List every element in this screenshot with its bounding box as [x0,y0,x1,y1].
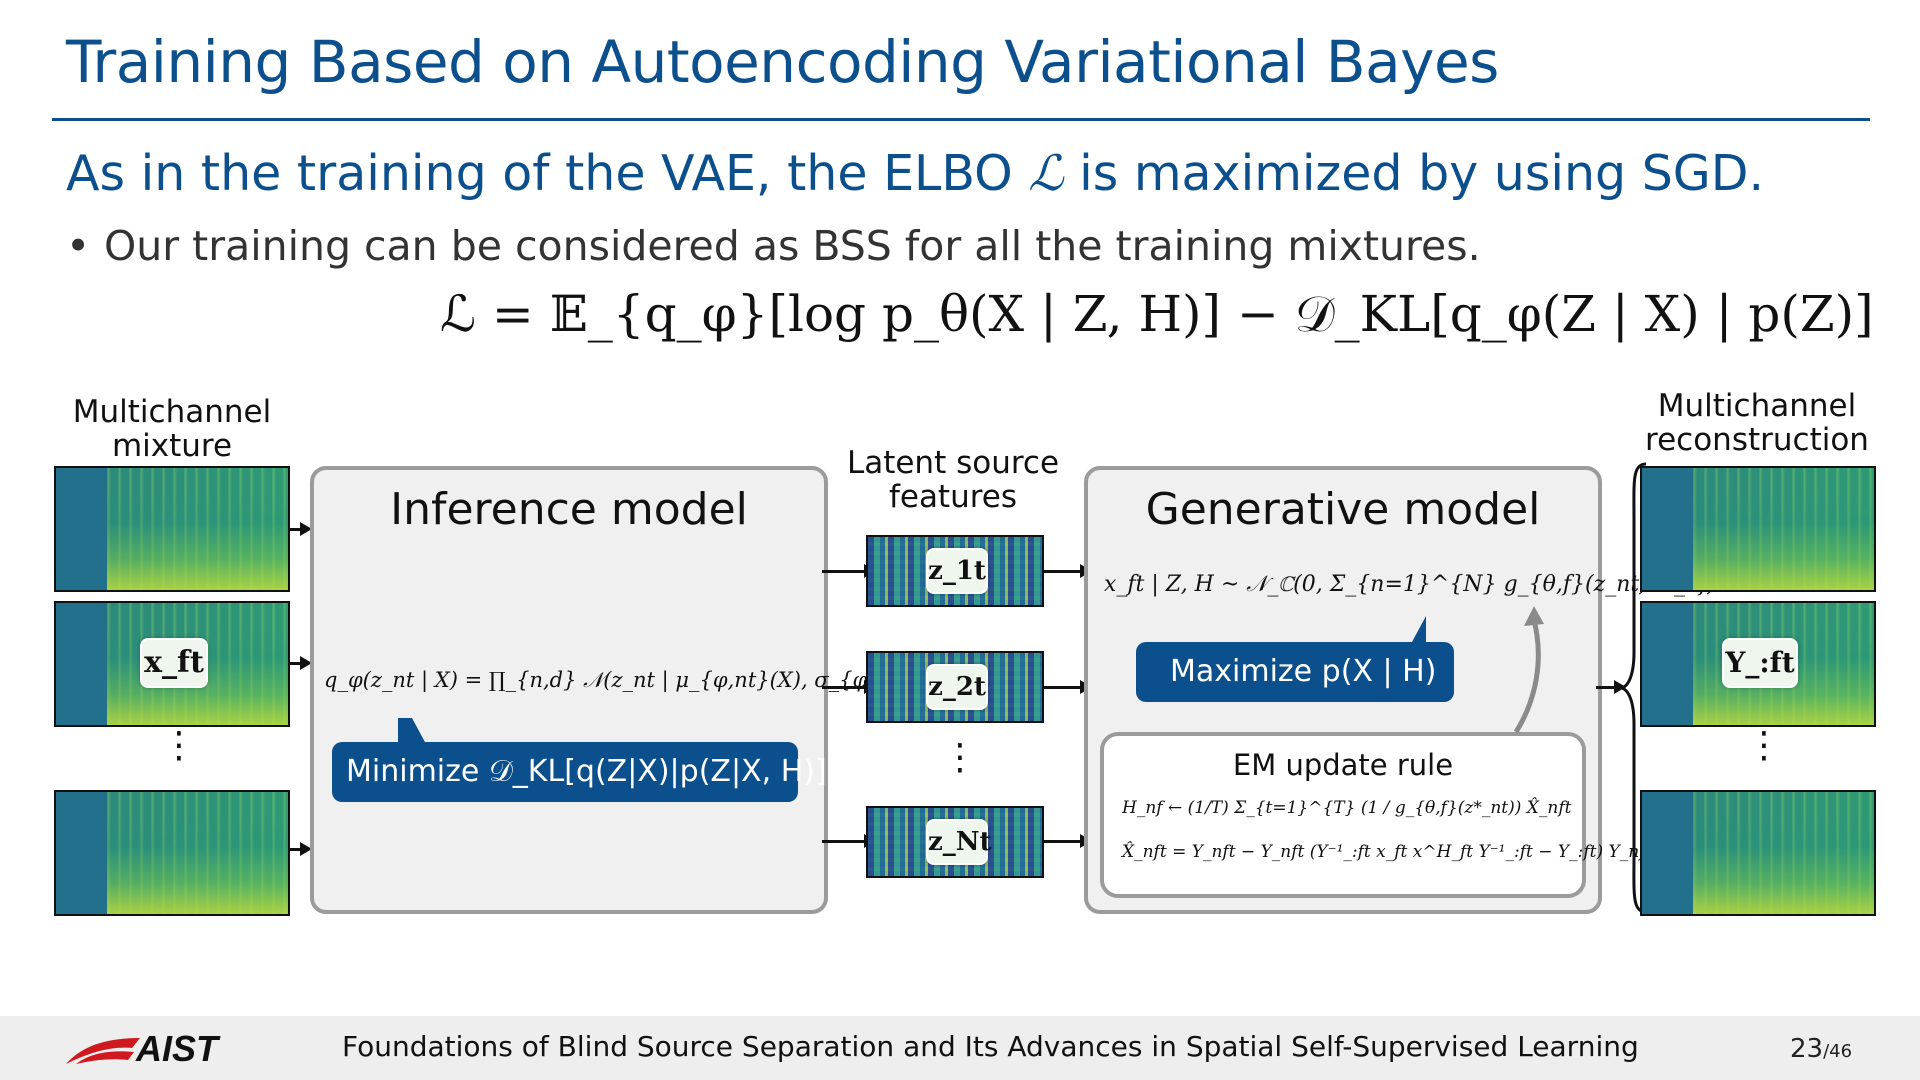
reconstruction-tag: Y_:ft [1722,638,1798,688]
subtitle-text-post: is maximized by using SGD. [1063,145,1765,202]
latent-label: Latent source features [846,445,1060,515]
generative-callout: Maximize p(X | H) [1136,642,1454,702]
inference-callout: Minimize 𝒟_KL[q(Z|X)|p(Z|X, H)] [332,742,827,802]
bullet-text: Our training can be considered as BSS fo… [104,222,1481,270]
slide-title: Training Based on Autoencoding Variation… [66,28,1499,96]
em-rule-title: EM update rule [1232,748,1454,782]
aist-logo: AIST [62,1028,242,1070]
aist-swoosh-icon [66,1038,140,1064]
latent-vdots: ⋮ [942,737,978,778]
reconstruction-brace-icon [1620,462,1647,914]
bullet-dot-icon: • [66,222,91,270]
arrow-mix1-head-icon [300,522,312,536]
latent-tag-n: z_Nt [926,819,992,865]
inference-callout-text: Minimize 𝒟_KL[q(Z|X)|p(Z|X, H)] [346,754,827,789]
elbo-symbol: ℒ [1028,145,1064,202]
reconstruction-spectrogram-1 [1640,466,1876,592]
footer-bar [0,1016,1920,1080]
subtitle-text-pre: As in the training of the VAE, the ELBO [66,145,1029,202]
mixture-vdots: ⋮ [161,725,197,766]
footer-title: Foundations of Blind Source Separation a… [342,1030,1639,1063]
page-number: 23/46 [1790,1034,1852,1064]
reconstruction-spectrogram-3 [1640,790,1876,916]
inference-formula: q_φ(z_nt | X) = ∏_{n,d} 𝒩(z_nt | μ_{φ,nt… [324,668,954,692]
mixture-spectrogram-1 [54,466,290,592]
slide-subtitle: As in the training of the VAE, the ELBO … [66,145,1764,202]
mixture-tag: x_ft [140,638,208,688]
arrow-lat2-line [1042,686,1082,689]
mixture-spectrogram-2 [54,601,290,727]
arrow-inf3-line [822,840,866,843]
arrow-lat1-line [1042,570,1082,573]
arrow-gen-line [1596,686,1616,689]
em-rule-line-2: X̂_nft = Y_nft − Y_nft (Y⁻¹_:ft x_ft x^H… [1122,842,1653,862]
generative-callout-text: Maximize p(X | H) [1170,654,1437,689]
latent-tag-2: z_2t [926,664,988,710]
em-rule-box: EM update rule H_nf ← (1/T) Σ_{t=1}^{T} … [1100,732,1652,898]
generative-callout-pointer-icon [1398,616,1426,642]
reconstruction-label: Multichannel reconstruction [1645,388,1869,458]
arrow-mix2-line [288,662,302,665]
arrow-inf2-line [822,686,866,689]
arrow-mix1-line [288,528,302,531]
arrow-mix2-head-icon [300,656,312,670]
generative-formula: x_ft | Z, H ~ 𝒩_ℂ(0, Σ_{n=1}^{N} g_{θ,f}… [1104,572,1716,597]
arrow-mix3-head-icon [300,842,312,856]
elbo-formula: ℒ = 𝔼_{q_φ}[log p_θ(X | Z, H)] − 𝒟_KL[q_… [440,285,1874,344]
arrow-mix3-line [288,848,302,851]
arrow-gen-head-icon [1614,680,1626,694]
aist-logo-text: AIST [136,1028,219,1069]
inference-model-title: Inference model [390,484,748,535]
em-rule-line-1: H_nf ← (1/T) Σ_{t=1}^{T} (1 / g_{θ,f}(z*… [1122,798,1572,818]
bullet-point: • Our training can be considered as BSS f… [66,222,1481,270]
generative-model-title: Generative model [1145,484,1541,535]
latent-tag-1: z_1t [926,548,988,594]
em-feedback-arrow-icon [1513,606,1544,734]
elbo-formula-text: ℒ = 𝔼_{q_φ}[log p_θ(X | Z, H)] − 𝒟_KL[q_… [440,285,1874,343]
arrow-inf1-line [822,570,866,573]
inference-callout-pointer-icon [398,718,426,744]
arrow-lat3-line [1042,840,1082,843]
mixture-spectrogram-3 [54,790,290,916]
reconstruction-vdots: ⋮ [1746,725,1782,766]
page-current: 23 [1790,1034,1824,1064]
mixture-label: Multichannel mixture [72,394,272,464]
inference-model-box: Inference model [310,466,828,914]
page-total: /46 [1823,1041,1853,1062]
title-divider [52,118,1870,121]
